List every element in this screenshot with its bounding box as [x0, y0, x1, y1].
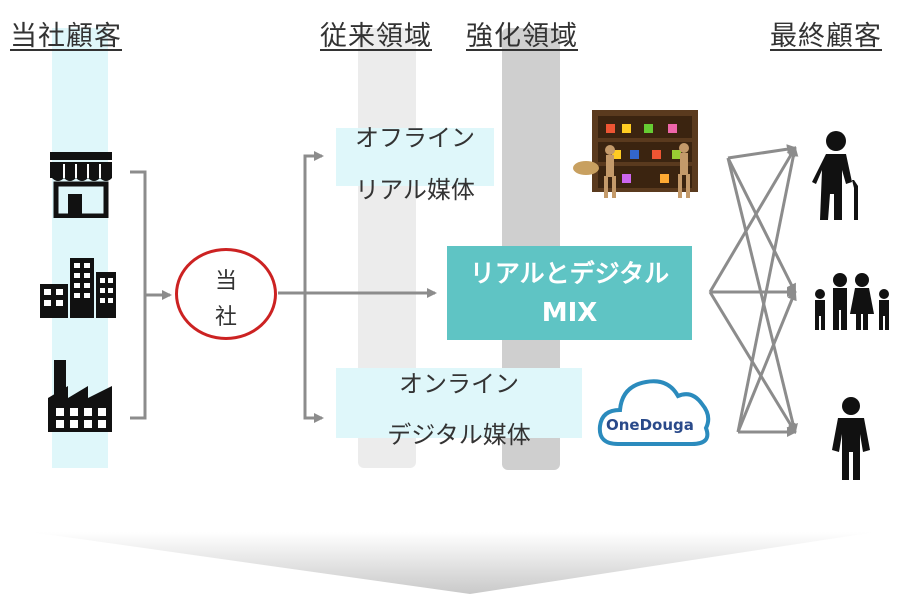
- company-label-line1: 当: [214, 269, 237, 294]
- family-icon: [815, 273, 889, 330]
- arrow-to-online: [303, 293, 324, 423]
- company-circle: 当 社: [175, 248, 277, 340]
- factory-icon: [48, 360, 112, 432]
- header-conventional-domain: 従来領域: [320, 21, 432, 52]
- shop-shelf-image: [573, 110, 698, 198]
- header-end-customers: 最終顧客: [770, 21, 882, 52]
- online-label-line1: オンライン: [399, 370, 519, 398]
- offline-label-line1: オフライン: [355, 124, 475, 152]
- offline-box-bg: [336, 128, 494, 186]
- building-icon: [40, 258, 116, 318]
- bottom-chevron: [30, 532, 876, 594]
- store-icon: [50, 152, 112, 218]
- elderly-person-icon: [812, 131, 858, 220]
- header-enhanced-domain: 強化領域: [466, 21, 578, 52]
- person-icon: [832, 397, 870, 480]
- offline-label-line2: リアル媒体: [355, 176, 475, 204]
- mix-label-line1: リアルとデジタル: [469, 259, 670, 288]
- cloud-logo-icon: [597, 379, 711, 446]
- mix-box: リアルとデジタル MIX: [447, 246, 692, 340]
- header-our-customers: 当社顧客: [10, 21, 122, 52]
- online-label-line2: デジタル媒体: [387, 421, 531, 449]
- onedouga-logo-text: OneDouga: [606, 416, 694, 434]
- arrow-to-offline: [303, 151, 324, 293]
- online-box-bg: [336, 368, 582, 438]
- company-label-line2: 社: [214, 305, 237, 330]
- mix-label-line2: MIX: [541, 298, 598, 328]
- customers-bracket: [130, 170, 147, 420]
